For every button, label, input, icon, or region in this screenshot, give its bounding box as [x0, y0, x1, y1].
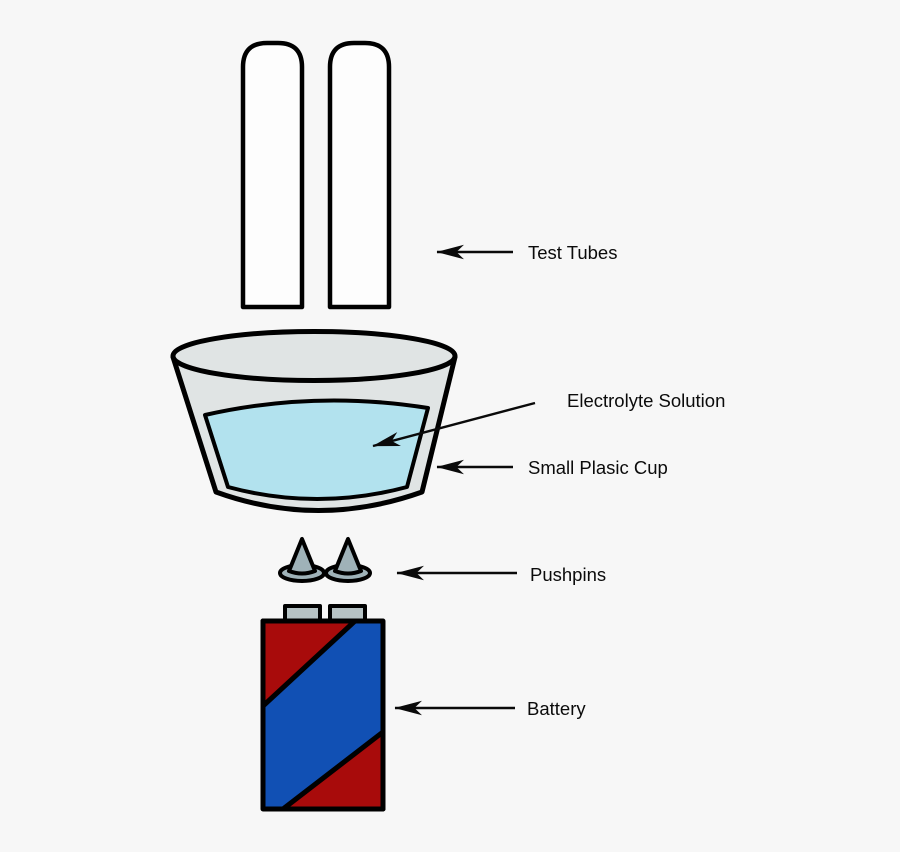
electrolyte-solution-label: Electrolyte Solution: [567, 390, 725, 411]
annotation-arrows: [372, 244, 536, 716]
cup-rim: [170, 329, 458, 383]
cup-group: [170, 329, 458, 513]
test-tubes-group: [240, 40, 392, 310]
pushpins-label: Pushpins: [530, 564, 606, 585]
battery-group: [260, 604, 386, 812]
battery-stripe-red-top: [260, 618, 358, 709]
pushpins-group: [278, 537, 372, 583]
electrolyte-solution-arrow: [372, 401, 536, 448]
test-tube-right: [327, 40, 392, 310]
small-plasic-cup-label: Small Plasic Cup: [528, 457, 668, 478]
annotation-labels: Test Tubes Electrolyte Solution Small Pl…: [527, 242, 725, 719]
test-tube-left: [240, 40, 305, 310]
pushpin-left-pin: [287, 537, 317, 576]
battery-label: Battery: [527, 698, 586, 719]
electrolyte-liquid: [203, 398, 430, 501]
pushpin-right-pin: [333, 537, 363, 576]
pushpin-right: [324, 537, 372, 583]
battery-stripe-red-bottom: [280, 729, 386, 812]
test-tubes-label: Test Tubes: [528, 242, 617, 263]
